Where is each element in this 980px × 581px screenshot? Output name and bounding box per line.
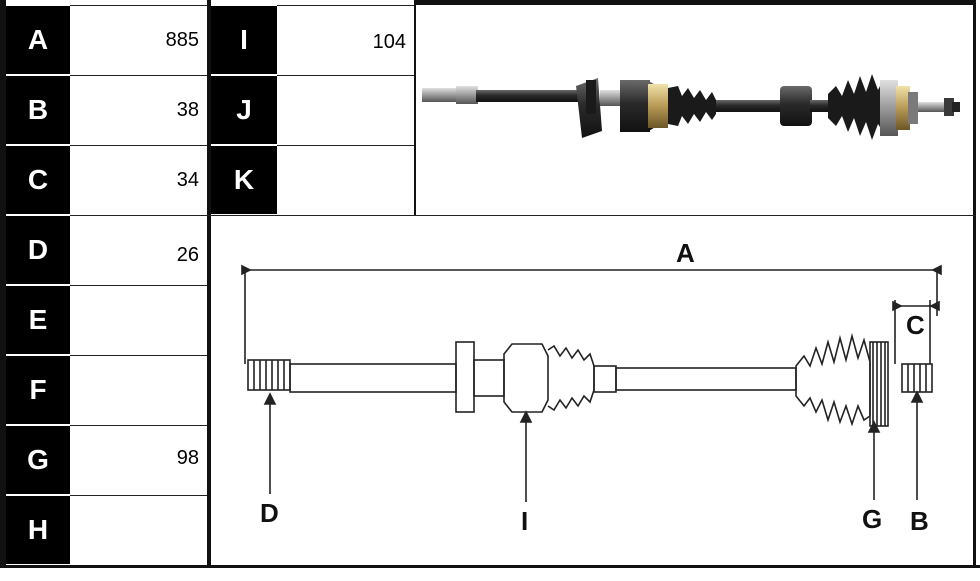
param-value-j [277, 76, 414, 144]
diagram-label-i: I [521, 506, 529, 536]
param-value-b: 38 [176, 98, 199, 121]
row-divider [70, 145, 207, 146]
row-divider [70, 425, 207, 426]
technical-drawing [241, 264, 942, 502]
frame-right [973, 0, 976, 568]
param-value-a: 885 [165, 28, 199, 51]
diagram-label-d: D [260, 498, 279, 528]
frame-mid-vertical [207, 0, 211, 568]
param-value-c: 34 [176, 168, 199, 191]
row-divider [70, 215, 976, 216]
param-value-f [70, 356, 207, 424]
param-value-h [70, 496, 207, 564]
diagram-label-c: C [906, 310, 925, 340]
param-value-k [277, 146, 414, 214]
param-value-d: 26 [176, 243, 199, 266]
param-label-g: G [6, 426, 70, 494]
row-divider [70, 285, 207, 286]
param-label-i: I [211, 6, 277, 74]
diagram-label-g: G [862, 504, 883, 534]
row-divider [70, 75, 207, 76]
param-label-b: B [6, 76, 70, 144]
row-divider [277, 145, 414, 146]
param-value-i: 104 [372, 30, 406, 53]
frame-left [0, 0, 6, 568]
drive-shaft-photo [422, 74, 960, 140]
row-divider [277, 75, 414, 76]
photo-divider [414, 0, 416, 215]
row-divider [277, 5, 414, 6]
diagram-label-a: A [676, 238, 695, 268]
row-divider [70, 5, 207, 6]
param-label-k: K [211, 146, 277, 214]
row-divider [70, 495, 207, 496]
param-label-c: C [6, 146, 70, 214]
param-label-j: J [211, 76, 277, 144]
frame-bottom [0, 565, 980, 568]
param-value-e [70, 286, 207, 354]
param-value-g: 98 [176, 446, 199, 469]
param-label-f: F [6, 356, 70, 424]
param-label-h: H [6, 496, 70, 564]
param-label-e: E [6, 286, 70, 354]
row-divider [70, 355, 207, 356]
param-label-d: D [6, 216, 70, 284]
diagram-label-b: B [910, 506, 929, 536]
param-label-a: A [6, 6, 70, 74]
frame-top-right-bar [770, 0, 810, 4]
frame-top [414, 0, 976, 5]
